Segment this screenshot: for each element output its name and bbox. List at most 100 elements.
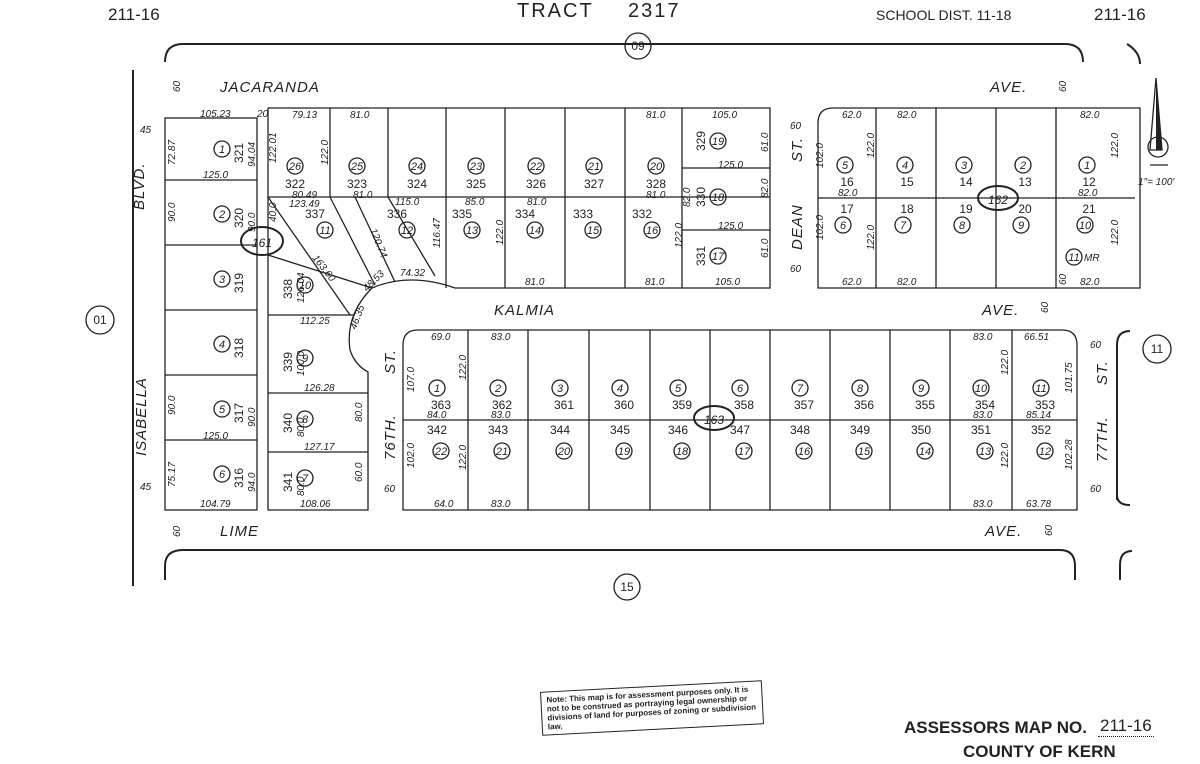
dim: 81.0	[645, 277, 665, 288]
parcel-circle	[555, 442, 573, 460]
parcel-id: 9	[1018, 220, 1024, 232]
dim: 60	[790, 121, 802, 132]
block-c-lots: 2632225323243242332522326213272032811337…	[285, 131, 727, 266]
parcel-circle	[213, 465, 231, 483]
parcel-circle	[213, 335, 231, 353]
street-jacaranda: JACARANDA	[219, 79, 320, 96]
parcel-id: 24	[410, 161, 423, 173]
lot-number: 317	[232, 403, 246, 423]
parcel-circle	[398, 221, 416, 239]
lot-number: 342	[427, 423, 447, 437]
dim: 112.25	[300, 316, 330, 327]
svg-text:161: 161	[252, 236, 272, 250]
dim: 81.0	[353, 190, 373, 201]
parcel-id: 20	[649, 161, 663, 173]
lot-number: 341	[281, 472, 295, 492]
parcel-circle	[955, 156, 973, 174]
parcel-id: 10	[299, 280, 312, 292]
dim: 82.0	[682, 187, 693, 207]
lot-number: 348	[790, 423, 810, 437]
parcel-circle	[735, 442, 753, 460]
parcel-circle	[551, 379, 569, 397]
parcel-id: 8	[959, 220, 966, 232]
lot-number: 15	[900, 175, 914, 189]
parcel-id: 17	[738, 446, 751, 458]
dim: 122.0	[1110, 220, 1121, 245]
dim: 82.0	[1078, 188, 1098, 199]
dim: 61.0	[760, 238, 771, 258]
parcel-id: 7	[900, 220, 907, 232]
parcel-circle	[916, 442, 934, 460]
lot-dim: 100.0	[296, 351, 307, 376]
street-kalmia-ave: AVE.	[981, 302, 1019, 319]
parcel-id: 7	[797, 383, 804, 395]
dim: 83.0	[491, 332, 511, 343]
dim: 48.53	[361, 268, 387, 294]
parcel-circle	[1032, 379, 1050, 397]
block-161-marker: 161	[240, 226, 284, 256]
footer-county: COUNTY OF KERN	[963, 742, 1116, 761]
parcel-circle	[316, 221, 334, 239]
parcel-lot: 920	[1012, 202, 1032, 234]
dim: 122.0	[458, 445, 469, 470]
parcel-circle	[673, 442, 691, 460]
dim: 79.13	[292, 110, 317, 121]
lot-number: 338	[281, 279, 295, 299]
dim: 108.06	[300, 499, 331, 510]
dim: 123.49	[289, 199, 320, 210]
dim: 82.0	[897, 110, 917, 121]
parcel-id: 19	[712, 136, 724, 148]
parcel-id: 10	[975, 383, 988, 395]
dim: 126.28	[304, 383, 335, 394]
lot-number: 357	[794, 398, 814, 412]
dim: 83.0	[491, 410, 511, 421]
lot-number: 330	[694, 187, 708, 207]
parcel-id: 21	[587, 161, 600, 173]
parcel-circle	[894, 216, 912, 234]
parcel-id: 8	[302, 414, 309, 426]
dim: 102.0	[815, 215, 826, 240]
parcel-circle	[836, 156, 854, 174]
lot-number: 346	[668, 423, 688, 437]
dim: 125.0	[203, 431, 228, 442]
dim: 81.0	[527, 197, 547, 208]
parcel-id: 2	[494, 383, 501, 395]
dim: 122.0	[320, 140, 331, 165]
parcel-id: 8	[857, 383, 864, 395]
parcel-circle	[709, 188, 727, 206]
lot-number: 323	[347, 177, 367, 191]
lot-number: 325	[466, 177, 486, 191]
parcel-id: 4	[617, 383, 623, 395]
parcel-circle	[408, 157, 426, 175]
block-162-lines	[817, 107, 1141, 289]
school-district: SCHOOL DIST. 11-18	[876, 7, 1012, 23]
dim: 64.0	[434, 499, 454, 510]
parcel-circle	[972, 379, 990, 397]
parcel-circle	[493, 442, 511, 460]
lot-number: 354	[975, 398, 995, 412]
parcel-circle	[296, 349, 314, 367]
parcel-circle	[615, 442, 633, 460]
parcel-circle	[709, 247, 727, 265]
scale-label: 1"= 100'	[1138, 177, 1175, 188]
parcel-id: 19	[618, 446, 630, 458]
map-number-right: 211-16	[1094, 5, 1146, 24]
